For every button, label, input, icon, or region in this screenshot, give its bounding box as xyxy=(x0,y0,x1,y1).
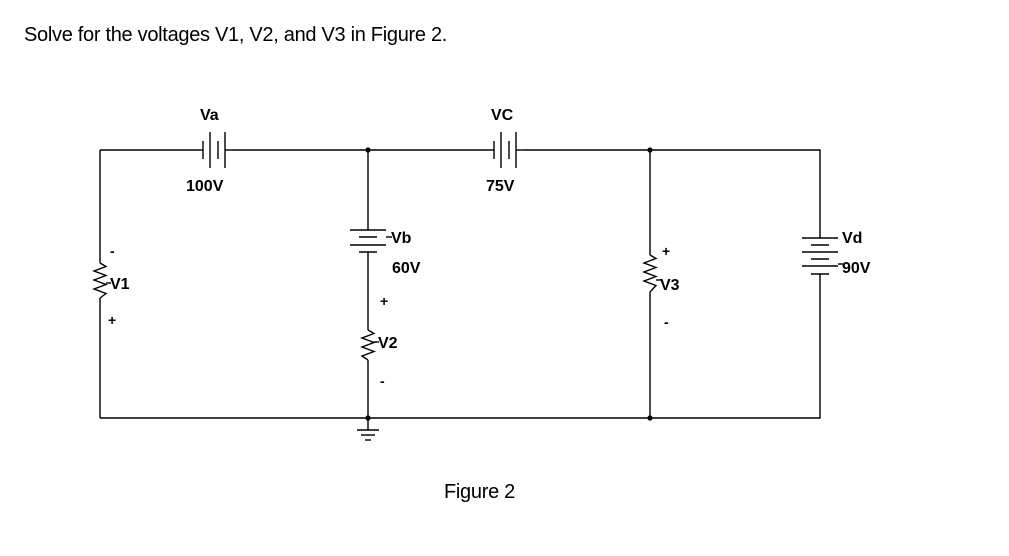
vd-value-label: 90V xyxy=(842,260,871,277)
v2-name-label: V2 xyxy=(378,335,398,352)
vb-value-label: 60V xyxy=(392,260,421,277)
battery-vc xyxy=(491,132,523,168)
v2-bottom-sign: - xyxy=(380,373,385,389)
vd-name-label: Vd xyxy=(842,230,862,247)
v3-top-sign: + xyxy=(662,243,670,259)
junction-dots xyxy=(365,147,653,421)
figure-caption: Figure 2 xyxy=(444,481,515,503)
battery-vd xyxy=(802,237,843,282)
va-name-label: Va xyxy=(200,107,219,124)
vc-value-label: 75V xyxy=(486,178,515,195)
v1-name-label: V1 xyxy=(110,276,130,293)
question-text: Solve for the voltages V1, V2, and V3 in… xyxy=(24,24,448,46)
vc-name-label: VC xyxy=(491,107,514,124)
v2-top-sign: + xyxy=(380,293,388,309)
battery-va xyxy=(200,132,232,168)
v3-bottom-sign: - xyxy=(664,314,669,330)
resistor-v1 xyxy=(92,262,111,299)
vb-name-label: Vb xyxy=(391,230,412,247)
resistor-v2 xyxy=(360,329,379,361)
va-value-label: 100V xyxy=(186,178,224,195)
ground-icon xyxy=(357,429,379,441)
resistor-v3 xyxy=(642,254,661,293)
v1-bottom-sign: + xyxy=(108,312,116,328)
v3-name-label: V3 xyxy=(660,277,680,294)
v1-top-sign: - xyxy=(110,243,115,259)
battery-vb xyxy=(350,229,392,253)
wires xyxy=(99,149,821,430)
